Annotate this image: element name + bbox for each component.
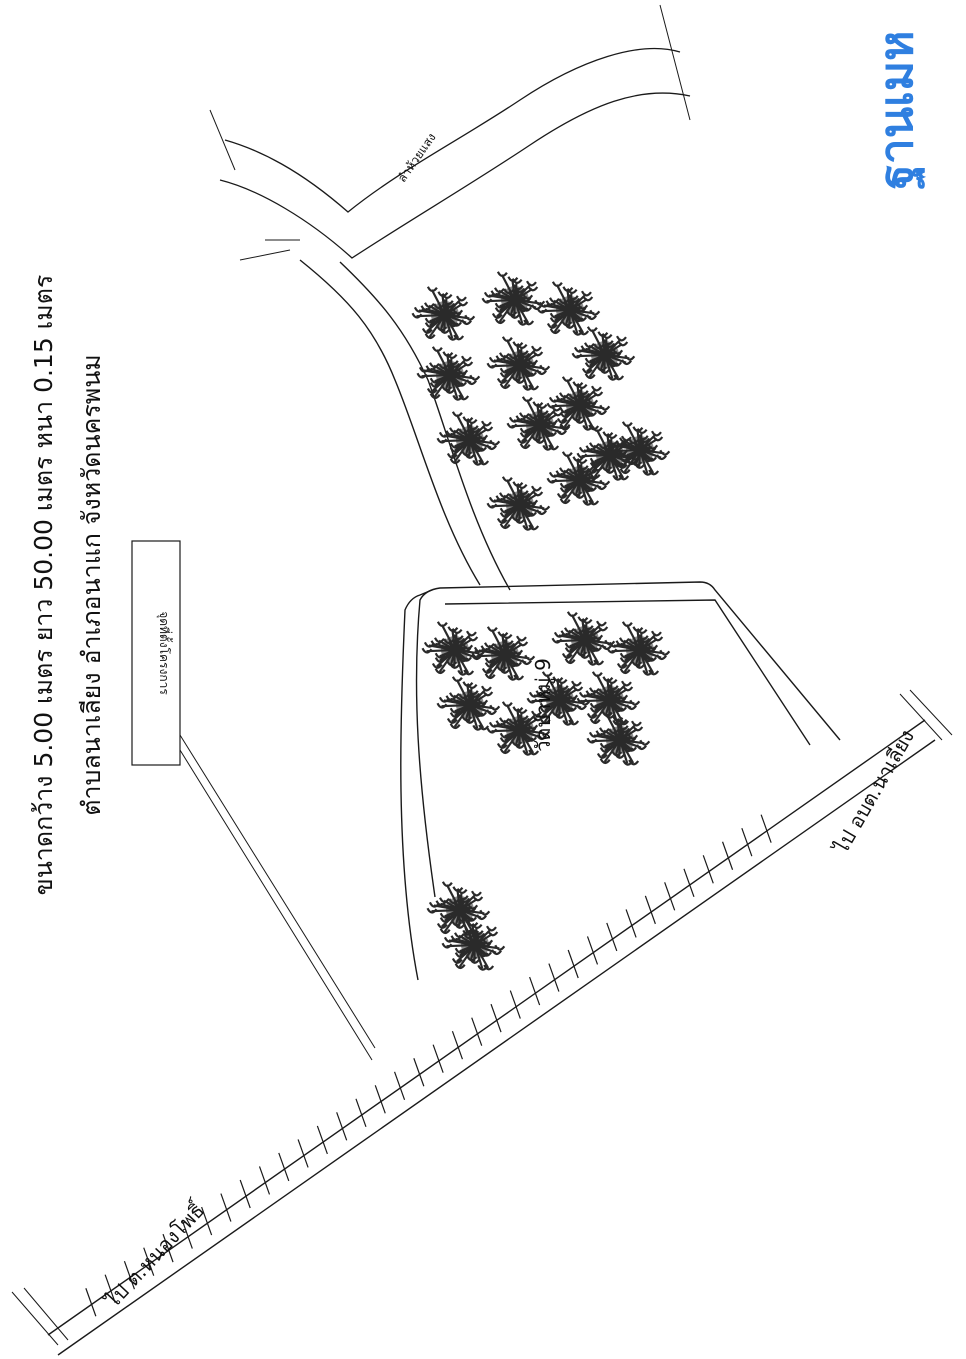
- tree: [551, 611, 616, 666]
- tree: [436, 411, 501, 466]
- tree: [571, 326, 636, 381]
- road-hatch: [529, 976, 541, 1006]
- tree: [441, 916, 506, 971]
- tree: [546, 376, 611, 431]
- road-hatch: [509, 990, 521, 1019]
- road-hatch: [586, 936, 599, 965]
- road-hatch: [471, 1017, 483, 1046]
- tree: [546, 451, 611, 506]
- road-hatch: [258, 1166, 271, 1195]
- road-hatch: [432, 1044, 444, 1073]
- road-hatch: [181, 1220, 193, 1249]
- road-hatch: [683, 868, 695, 898]
- road-hatch: [278, 1152, 290, 1182]
- road-hatch: [451, 1030, 464, 1060]
- title-line-1: ขนาดกว้าง 5.00 เมตร ยาว 50.00 เมตร หนา 0…: [29, 275, 58, 896]
- stream-lam-huai-saeng: [209, 4, 691, 261]
- road-hatch: [104, 1274, 116, 1303]
- road-hatch: [239, 1179, 251, 1209]
- road-hatch: [297, 1139, 309, 1168]
- tree: [436, 676, 501, 731]
- tree: [536, 281, 601, 336]
- road-hatch: [625, 909, 637, 938]
- road-hatch: [702, 855, 714, 884]
- connecting-road: [299, 259, 511, 591]
- road-hatch: [201, 1206, 213, 1236]
- tree: [421, 621, 486, 676]
- road-hatch: [548, 963, 560, 992]
- tree: [471, 626, 536, 681]
- road-hatch: [374, 1085, 386, 1114]
- road-hatch: [355, 1098, 367, 1128]
- tree: [486, 336, 551, 391]
- stream-label: ลำห้วยแสง: [395, 130, 439, 184]
- project-point-label: จุดที่ตั้งโครงการ: [156, 611, 173, 695]
- tree: [486, 701, 551, 756]
- tree: [506, 396, 571, 451]
- road-hatch: [393, 1071, 406, 1100]
- stamp-text: ฐานเมห: [869, 30, 926, 189]
- road-hatch-marks: [85, 814, 772, 1317]
- road-hatch: [606, 922, 618, 952]
- to-na-liang-label: ไป อบต.นาเลียง: [828, 725, 919, 859]
- road-hatch: [760, 814, 772, 843]
- tree: [416, 346, 481, 401]
- road-hatch: [741, 828, 753, 857]
- village-road-loop: [400, 581, 841, 981]
- temple-label: วัดป่าหมู่ 9: [531, 658, 556, 752]
- road-hatch: [123, 1260, 136, 1290]
- road-hatch: [336, 1112, 348, 1141]
- main-road: [11, 689, 953, 1356]
- road-hatch: [413, 1058, 425, 1087]
- road-hatch: [644, 895, 656, 925]
- tree: [526, 671, 591, 726]
- road-hatch: [567, 949, 579, 979]
- road-hatch: [143, 1247, 155, 1276]
- tree: [411, 286, 476, 341]
- tree-clusters: [411, 271, 671, 971]
- road-hatch: [220, 1193, 232, 1222]
- tree: [606, 621, 671, 676]
- project-point-callout: จุดที่ตั้งโครงการ: [131, 540, 376, 1061]
- road-hatch: [490, 1003, 502, 1033]
- tree: [606, 421, 671, 476]
- road-hatch: [85, 1288, 97, 1317]
- road-hatch: [664, 882, 676, 911]
- tree: [481, 271, 546, 326]
- road-hatch: [721, 841, 734, 870]
- tree: [486, 476, 551, 531]
- road-hatch: [162, 1233, 174, 1263]
- to-nong-pho-label: ไป ต.หนองโพธิ์: [97, 1195, 210, 1314]
- road-hatch: [316, 1125, 328, 1155]
- title-line-2: ตำบลนาเลียง อำเภอนาแก จังหวัดนครพนม: [77, 354, 106, 816]
- tree: [586, 711, 651, 766]
